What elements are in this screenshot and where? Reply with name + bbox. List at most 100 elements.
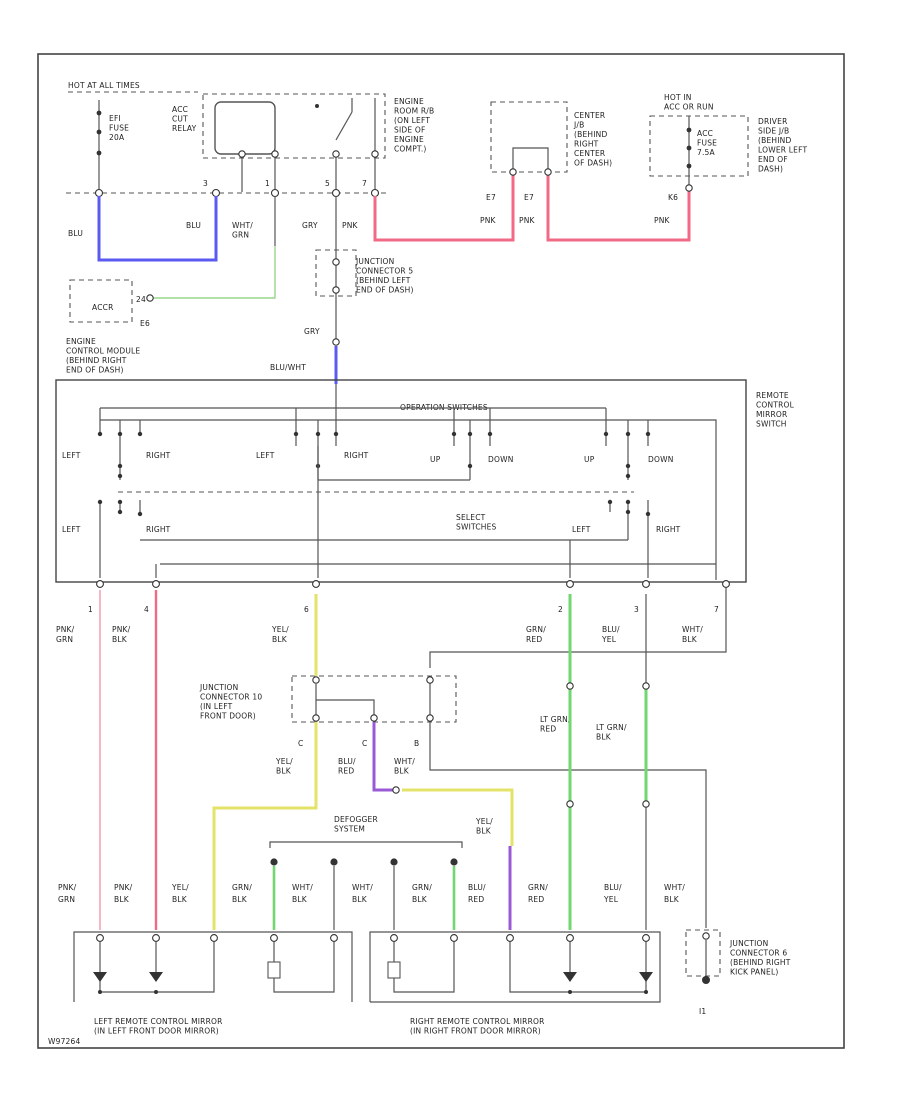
- switch-wire-label: PNK/GRN: [56, 625, 75, 644]
- mirror-wire-label: WHT/BLK: [292, 883, 313, 904]
- switch-pin-label: 3: [634, 605, 639, 614]
- diagram-border: [37, 53, 845, 1049]
- operation-bus: [99, 384, 717, 580]
- op-up-1: UP: [430, 455, 441, 464]
- wht-blk-return: [429, 588, 727, 722]
- jc6-box: [685, 929, 721, 977]
- jc10-pin-b: B: [414, 739, 419, 748]
- switch-wire-label: BLU/YEL: [601, 625, 620, 644]
- operation-links: [295, 436, 649, 481]
- switch-wire-label: PNK/BLK: [112, 625, 131, 644]
- bottom-wire-labels: PNK/GRNPNK/BLKYEL/BLKGRN/BLKWHT/BLKWHT/B…: [58, 883, 685, 904]
- select-switches: [97, 446, 716, 578]
- wht-grn-wire-label: WHT/GRN: [232, 221, 253, 240]
- remote-mirror-switch-box: [55, 379, 747, 583]
- defogger-terminals: [270, 858, 458, 866]
- right-mirror-internals: [387, 942, 653, 994]
- pin-k6-label: K6: [668, 193, 678, 202]
- wht-grn-wire: [150, 246, 276, 299]
- switch-harness: 1PNK/GRN4PNK/BLK6YEL/BLK2GRN/RED3BLU/YEL…: [56, 580, 730, 644]
- switch-wire-label: GRN/RED: [526, 625, 546, 644]
- op-left-1: LEFT: [62, 451, 81, 460]
- ground-point: [702, 976, 710, 984]
- op-right-1: RIGHT: [146, 451, 171, 460]
- diagram-code: W97264: [48, 1037, 81, 1046]
- sel-right-2: RIGHT: [656, 525, 681, 534]
- switch-pin: [152, 580, 160, 588]
- blu-wht-wire-label: BLU/WHT: [270, 363, 306, 372]
- sel-left-2: LEFT: [572, 525, 591, 534]
- pin-e7a-label: E7: [486, 193, 496, 202]
- jc5-box: [315, 249, 357, 297]
- blu-wire-label-2: BLU: [186, 221, 201, 230]
- pin-7-label: 7: [362, 179, 367, 188]
- pin-5-label: 5: [325, 179, 330, 188]
- op-down-1: DOWN: [488, 455, 514, 464]
- mirror-wire-label: YEL/BLK: [171, 883, 189, 904]
- mirror-terminals: [96, 934, 650, 942]
- acc-cut-relay-coil: [214, 101, 276, 155]
- center-jb-box: [490, 101, 568, 173]
- switch-pin-label: 4: [144, 605, 149, 614]
- switch-pin: [566, 580, 574, 588]
- switch-pin-label: 1: [88, 605, 93, 614]
- pin-e6-label: E6: [140, 319, 150, 328]
- jc10-pin-c2: C: [362, 739, 367, 748]
- lt-grn-blk-label: LT GRN/BLK: [596, 723, 627, 742]
- efi-fuse: [96, 100, 102, 192]
- pin-e7b-label: E7: [524, 193, 534, 202]
- pnk-wire-label-3: PNK: [519, 216, 536, 225]
- mirror-wire-label: GRN/BLK: [412, 883, 432, 904]
- op-right-2: RIGHT: [344, 451, 369, 460]
- accr-label: ACCR: [92, 303, 113, 312]
- mirror-wire-label: PNK/GRN: [58, 883, 77, 904]
- driver-jb-box: [649, 115, 749, 177]
- blu-wire: [97, 196, 218, 262]
- pnk-wire-label-1: PNK: [342, 221, 359, 230]
- hot-at-all-times-label: HOT AT ALL TIMES: [68, 81, 140, 90]
- yel-blk-label-2: YEL/BLK: [475, 817, 493, 836]
- switch-pin: [642, 580, 650, 588]
- switch-pin: [96, 580, 104, 588]
- left-mirror-label: LEFT REMOTE CONTROL MIRROR(IN LEFT FRONT…: [94, 1017, 223, 1036]
- op-down-2: DOWN: [648, 455, 674, 464]
- wht-blk-wire: [429, 722, 707, 928]
- ground-label: I1: [699, 1007, 706, 1016]
- left-mirror-outline: [73, 931, 353, 1002]
- op-up-2: UP: [584, 455, 595, 464]
- op-left-2: LEFT: [256, 451, 275, 460]
- operation-contacts: [97, 431, 651, 479]
- mirror-wire-label: WHT/BLK: [352, 883, 373, 904]
- switch-pin: [722, 580, 730, 588]
- jc10-wht-blk-label: WHT/BLK: [394, 757, 415, 776]
- lt-grn-red-label: LT GRN/RED: [540, 715, 571, 734]
- gry-wire-label-2: GRY: [304, 327, 320, 336]
- jc10-pin-c1: C: [298, 739, 303, 748]
- switch-wire-label: WHT/BLK: [682, 625, 703, 644]
- mirror-wire-label: BLU/RED: [468, 883, 486, 904]
- defogger-bracket: [269, 841, 463, 848]
- mirror-wire-label: GRN/RED: [528, 883, 548, 904]
- right-mirror-label: RIGHT REMOTE CONTROL MIRROR(IN RIGHT FRO…: [410, 1017, 545, 1036]
- jc10-yel-blk-label: YEL/BLK: [275, 757, 293, 776]
- left-mirror-internals: [93, 942, 335, 994]
- switch-wire-label: YEL/BLK: [271, 625, 289, 644]
- gry-wire-label: GRY: [302, 221, 318, 230]
- jc10-blu-red-label: BLU/RED: [338, 757, 356, 776]
- yel-blk-wire-2: [212, 722, 318, 930]
- ecm-box: [69, 279, 133, 323]
